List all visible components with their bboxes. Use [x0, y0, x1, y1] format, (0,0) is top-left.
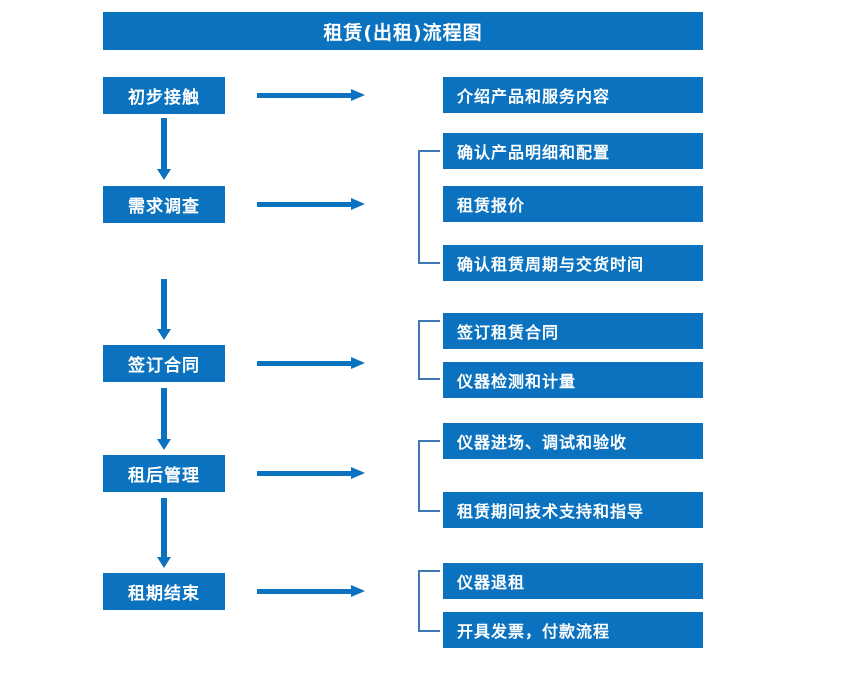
detail-box-g5-1[interactable]: 仪器退租: [443, 563, 703, 599]
stage-box-5[interactable]: 租期结束: [103, 573, 225, 610]
arrow-head: [351, 585, 365, 597]
detail-box-g3-2[interactable]: 仪器检测和计量: [443, 362, 703, 398]
diagram-title: 租赁(出租)流程图: [103, 12, 703, 50]
detail-box-g2-3[interactable]: 确认租赁周期与交货时间: [443, 245, 703, 281]
arrow-shaft: [257, 471, 351, 476]
vertical-arrow-stage2-stage3: [157, 279, 171, 340]
arrow-head: [157, 557, 171, 568]
vertical-arrow-stage4-stage5: [157, 498, 171, 568]
group-bracket-3: [418, 320, 440, 380]
arrow-shaft: [257, 589, 351, 594]
arrow-shaft: [161, 498, 167, 557]
horizontal-arrow-stage4: [257, 467, 365, 479]
vertical-arrow-stage1-stage2: [157, 118, 171, 180]
arrow-shaft: [161, 118, 167, 169]
horizontal-arrow-stage2: [257, 198, 365, 210]
detail-box-g2-2[interactable]: 租赁报价: [443, 186, 703, 222]
detail-box-g2-1[interactable]: 确认产品明细和配置: [443, 133, 703, 169]
arrow-shaft: [257, 93, 351, 98]
arrow-shaft: [257, 361, 351, 366]
detail-box-g5-2[interactable]: 开具发票，付款流程: [443, 612, 703, 648]
stage-box-1[interactable]: 初步接触: [103, 77, 225, 114]
arrow-shaft: [161, 388, 167, 439]
stage-box-4[interactable]: 租后管理: [103, 455, 225, 492]
arrow-shaft: [257, 202, 351, 207]
arrow-head: [157, 439, 171, 450]
detail-box-g1-1[interactable]: 介绍产品和服务内容: [443, 77, 703, 113]
arrow-head: [351, 467, 365, 479]
group-bracket-5: [418, 570, 440, 632]
arrow-head: [157, 329, 171, 340]
detail-box-g4-1[interactable]: 仪器进场、调试和验收: [443, 423, 703, 459]
arrow-head: [351, 198, 365, 210]
vertical-arrow-stage3-stage4: [157, 388, 171, 450]
detail-box-g3-1[interactable]: 签订租赁合同: [443, 313, 703, 349]
horizontal-arrow-stage3: [257, 357, 365, 369]
arrow-shaft: [161, 279, 167, 329]
detail-box-g4-2[interactable]: 租赁期间技术支持和指导: [443, 492, 703, 528]
horizontal-arrow-stage1: [257, 89, 365, 101]
arrow-head: [351, 357, 365, 369]
arrow-head: [351, 89, 365, 101]
arrow-head: [157, 169, 171, 180]
stage-box-3[interactable]: 签订合同: [103, 345, 225, 382]
stage-box-2[interactable]: 需求调查: [103, 186, 225, 223]
group-bracket-4: [418, 440, 440, 512]
horizontal-arrow-stage5: [257, 585, 365, 597]
group-bracket-2: [418, 150, 440, 264]
